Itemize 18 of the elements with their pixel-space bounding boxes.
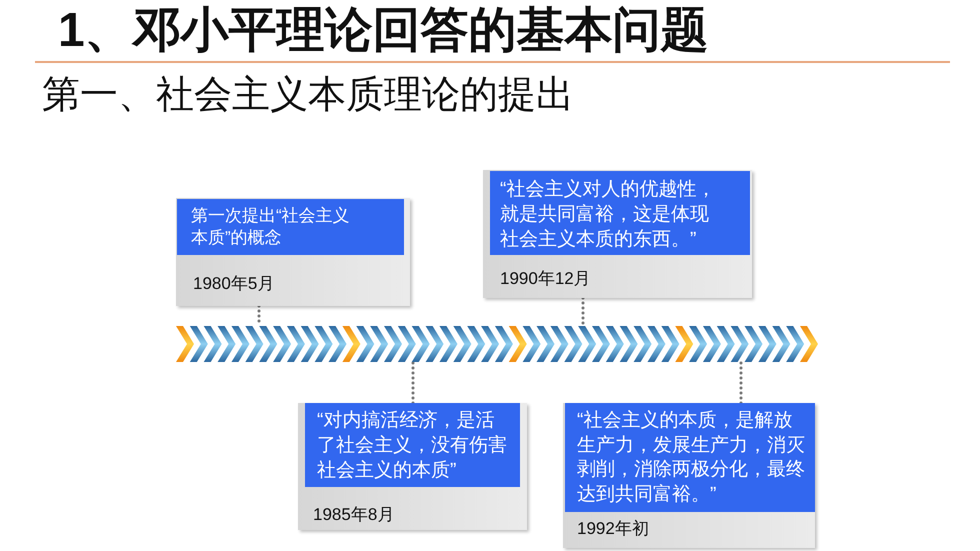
event-card [563,403,815,548]
date-label: 1992年初 [577,519,649,539]
date-label: 1980年5月 [193,274,274,294]
event-card [483,170,752,298]
date-label: 1985年8月 [313,505,394,525]
quote-box: “社会主义的本质，是解放生产力，发展生产力，消灭剥削，消除两极分化，最终达到共同富裕。” [565,403,815,512]
event-card [298,403,527,530]
dotted-connector [582,296,584,328]
chevron-timeline-drawing [176,326,818,362]
slide-title: 1、邓小平理论回答的基本问题 [58,3,709,59]
date-label: 1990年12月 [500,269,591,289]
quote-box: 第一次提出“社会主义本质”的概念 [177,199,404,255]
section-heading: 第一、社会主义本质理论的提出 [42,73,574,118]
quote-box: “社会主义对人的优越性，就是共同富裕，这是体现社会主义本质的东西。” [490,171,750,255]
dotted-connector [412,360,414,404]
quote-box: “对内搞活经济，是活了社会主义，没有伤害社会主义的本质” [305,403,520,487]
event-card [176,198,410,306]
dotted-connector [740,360,742,404]
